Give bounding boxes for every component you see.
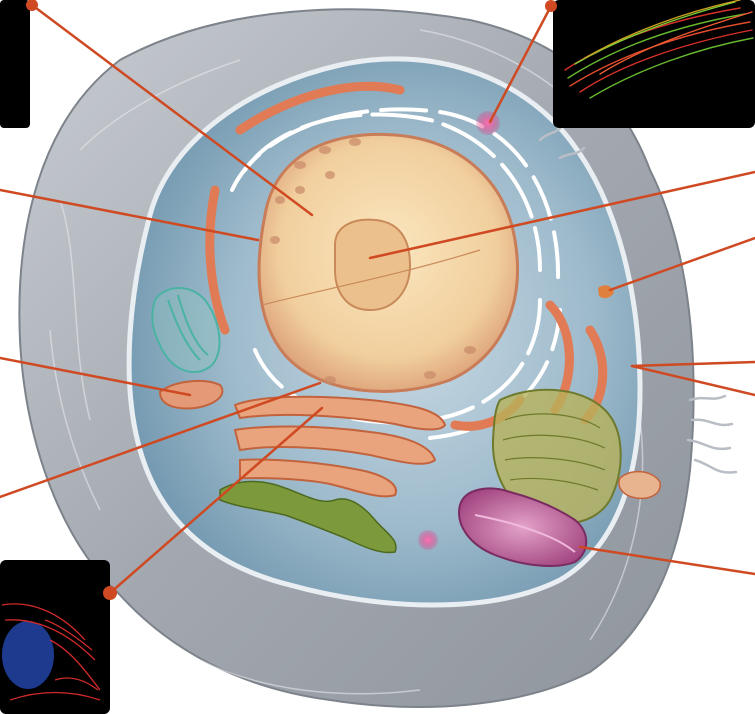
vesicle-bottom	[418, 530, 438, 550]
nucleolus	[335, 220, 410, 310]
stained-nucleus	[2, 621, 54, 689]
vesicle-top	[476, 111, 500, 135]
microscopy-inset-bottom-left	[0, 560, 110, 714]
microscopy-inset-top-left	[0, 0, 30, 128]
microscopy-inset-top-right	[553, 0, 755, 128]
small-organelle-right	[619, 472, 660, 499]
